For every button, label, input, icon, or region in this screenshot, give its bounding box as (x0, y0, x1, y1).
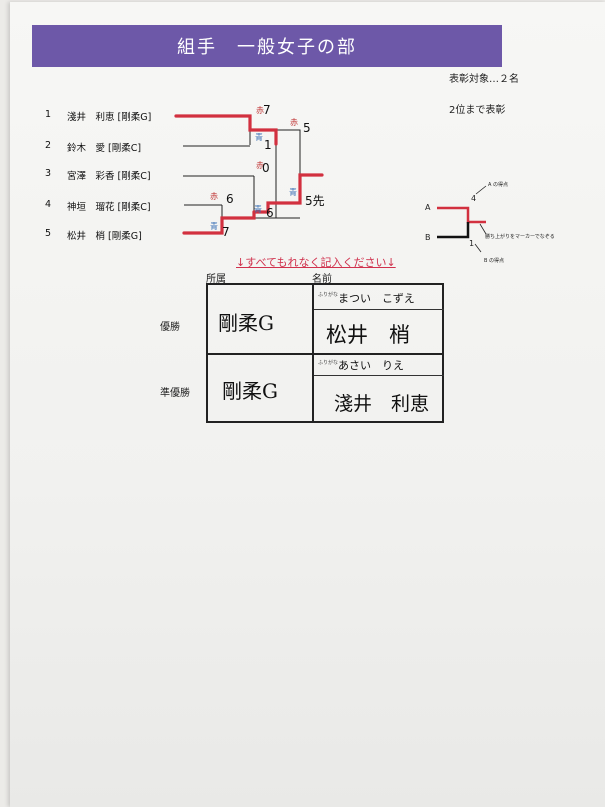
name-cell-2: 淺井 利恵 (334, 393, 430, 415)
legend-score-a: 4 (471, 194, 476, 203)
furigana-cell-2: あさい りえ (338, 359, 404, 372)
legend-winner-note: 勝ち上がりをマーカーでなぞる (485, 233, 555, 240)
entry-name: 淺井 利恵 [剛柔G] (67, 112, 152, 123)
aka-mark-m3: 赤 (256, 161, 264, 170)
name-cell-1: 松井 梢 (326, 323, 410, 347)
affiliation-cell-1: 剛柔G (218, 311, 274, 335)
award-rank: 2位まで表彰 (449, 105, 506, 116)
legend-b-points: B の得点 (484, 257, 504, 264)
score-m2-aka: 6 (226, 192, 234, 206)
aka-mark-m1: 赤 (256, 106, 264, 115)
entry-name: 鈴木 愛 [剛柔C] (67, 143, 142, 154)
score-m1-aka: 7 (263, 103, 271, 117)
legend-label-a: A (425, 203, 431, 212)
furigana-divider-1 (314, 309, 444, 310)
furigana-tag-1: ふりがな (318, 292, 339, 298)
legend-score-b: 1 (469, 239, 474, 248)
score-final-aka: 5 (303, 121, 311, 135)
ao-mark-final: 青 (289, 187, 297, 197)
legend-label-b: B (425, 233, 431, 242)
winners-table: ふりがな ふりがな 剛柔G まつい こずえ 松井 梢 剛柔G あさい りえ 淺井… (206, 283, 444, 423)
aka-mark-m2: 赤 (210, 192, 218, 201)
score-m3-aka: 0 (262, 161, 270, 175)
ao-mark-m3: 青 (254, 204, 262, 214)
entry-name: 神垣 瑠花 [剛柔C] (67, 202, 151, 213)
legend-a-points: A の得点 (488, 181, 508, 188)
entry-name: 松井 梢 [剛柔G] (67, 231, 142, 242)
ao-mark-m2: 青 (210, 221, 218, 231)
aka-mark-final: 赤 (290, 118, 298, 127)
affiliation-header: 所属 (206, 274, 226, 285)
entry-name: 宮澤 彩香 [剛柔C] (67, 171, 151, 182)
notice-text: ↓すべてもれなく記入ください↓ (236, 256, 396, 269)
entry-number: 2 (45, 140, 52, 151)
legend-example: A B 4 1 A の得点 B の得点 勝ち上がりをマーカーでなぞる (425, 181, 555, 264)
affiliation-cell-2: 剛柔G (222, 379, 278, 403)
score-m3-ao: 6 (266, 206, 274, 220)
paper-sheet (10, 2, 605, 807)
score-m1-ao: 1 (264, 138, 272, 152)
entry-number: 1 (45, 109, 52, 120)
score-m2-ao: 7 (222, 225, 230, 239)
entry-number: 4 (45, 199, 52, 210)
ao-mark-m1: 青 (255, 132, 263, 142)
furigana-tag-2: ふりがな (318, 360, 339, 366)
score-final-ao: 5先 (305, 194, 325, 208)
page-title: 組手 一般女子の部 (32, 25, 502, 67)
furigana-cell-1: まつい こずえ (338, 292, 415, 305)
bracket-line-m1 (176, 115, 251, 145)
entry-number: 5 (45, 228, 52, 239)
award-target: 表彰対象…２名 (449, 74, 519, 85)
rank-label-1: 優勝 (160, 322, 180, 333)
table-row-divider (208, 353, 442, 355)
entry-number: 3 (45, 168, 52, 179)
rank-label-2: 準優勝 (160, 388, 190, 399)
bracket-line-final (276, 129, 301, 175)
furigana-divider-2 (314, 375, 444, 376)
name-header: 名前 (312, 274, 332, 285)
winner-marker (174, 114, 324, 235)
